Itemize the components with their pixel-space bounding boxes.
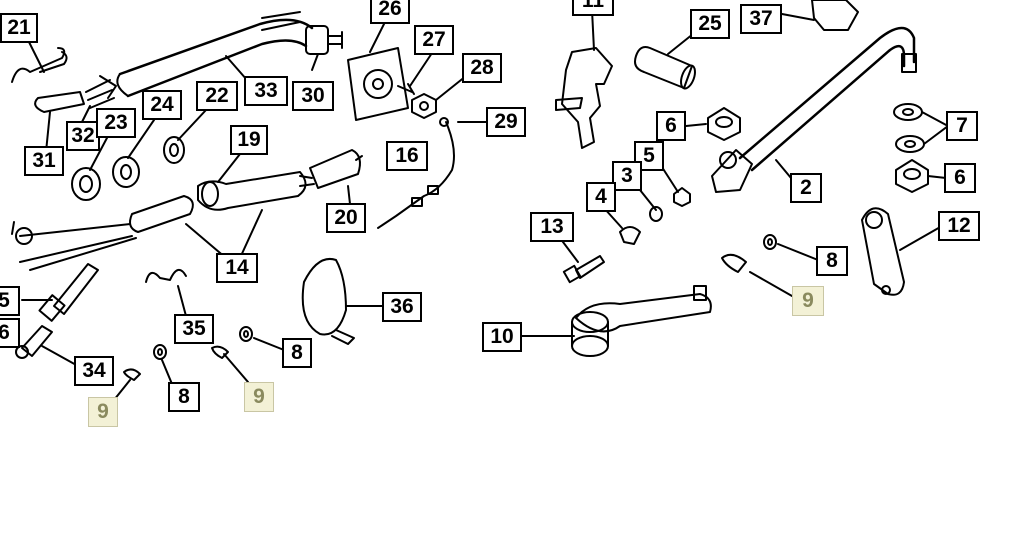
callout-28: 28 [462,53,502,83]
part-24-grommet [112,156,140,188]
callout-25: 25 [690,9,730,39]
part-23-grommet [71,167,101,201]
part-36-cable-tie [301,258,347,336]
callout-36: 36 [382,292,422,322]
callout-10: 10 [482,322,522,352]
part-35-spring-clip [145,269,187,283]
callout-9-highlighted: 9 [792,286,824,316]
part-21-wire-clip [11,47,68,83]
part-27-screw [397,83,415,95]
callout-2: 2 [790,173,822,203]
callout-16: 16 [386,141,428,171]
callout-5: 5 [0,286,20,316]
callout-11: 11 [572,0,614,16]
callout-37: 37 [740,4,782,34]
callout-35: 35 [174,314,214,344]
part-8-washer [763,234,777,250]
callout-6: 6 [656,111,686,141]
part-8-washer [239,326,253,342]
callout-6: 6 [0,318,20,348]
part-10-crank [575,293,712,333]
callout-3: 3 [612,161,642,191]
part-19-boot [197,171,307,211]
callout-6: 6 [944,163,976,193]
part-16-connector [309,149,361,189]
callout-20: 20 [326,203,366,233]
part-6-nut [895,159,929,193]
part-3-washer [649,206,663,222]
part-12-lever [861,207,905,296]
part-31-plug [34,91,85,113]
part-2-shift-rod [738,26,916,172]
part-4-clamp [619,226,641,245]
callout-32: 32 [66,121,100,151]
part-29-ground-wire [377,121,455,229]
callout-8: 8 [282,338,312,368]
part-22-grommet [163,136,185,164]
part-8-washer [153,344,167,360]
callout-29: 29 [486,107,526,137]
part-9-clip [123,368,141,381]
callout-22: 22 [196,81,238,111]
callout-7: 7 [946,111,978,141]
callout-9-highlighted: 9 [244,382,274,412]
callout-21: 21 [0,13,38,43]
callout-5: 5 [634,141,664,171]
callout-19: 19 [230,125,268,155]
callout-26: 26 [370,0,410,24]
part-5-nut [673,187,691,207]
callout-8: 8 [816,246,848,276]
callout-27: 27 [414,25,454,55]
part-6-nut [707,107,741,141]
callout-31: 31 [24,146,64,176]
callout-24: 24 [142,90,182,120]
part-28-nut [411,93,437,119]
callout-13: 13 [530,212,574,242]
part-14-harness [129,195,194,233]
callout-23: 23 [96,108,136,138]
callout-4: 4 [586,182,616,212]
callout-34: 34 [74,356,114,386]
callout-30: 30 [292,81,334,111]
part-25-sleeve [634,46,693,89]
callout-33: 33 [244,76,288,106]
part-26-plate [347,47,409,121]
part-37-handle [811,0,859,31]
callout-12: 12 [938,211,980,241]
callout-8: 8 [168,382,200,412]
part-9-clip [721,253,747,273]
callout-14: 14 [216,253,258,283]
part-11-bracket [561,47,613,149]
callout-9-highlighted: 9 [88,397,118,427]
